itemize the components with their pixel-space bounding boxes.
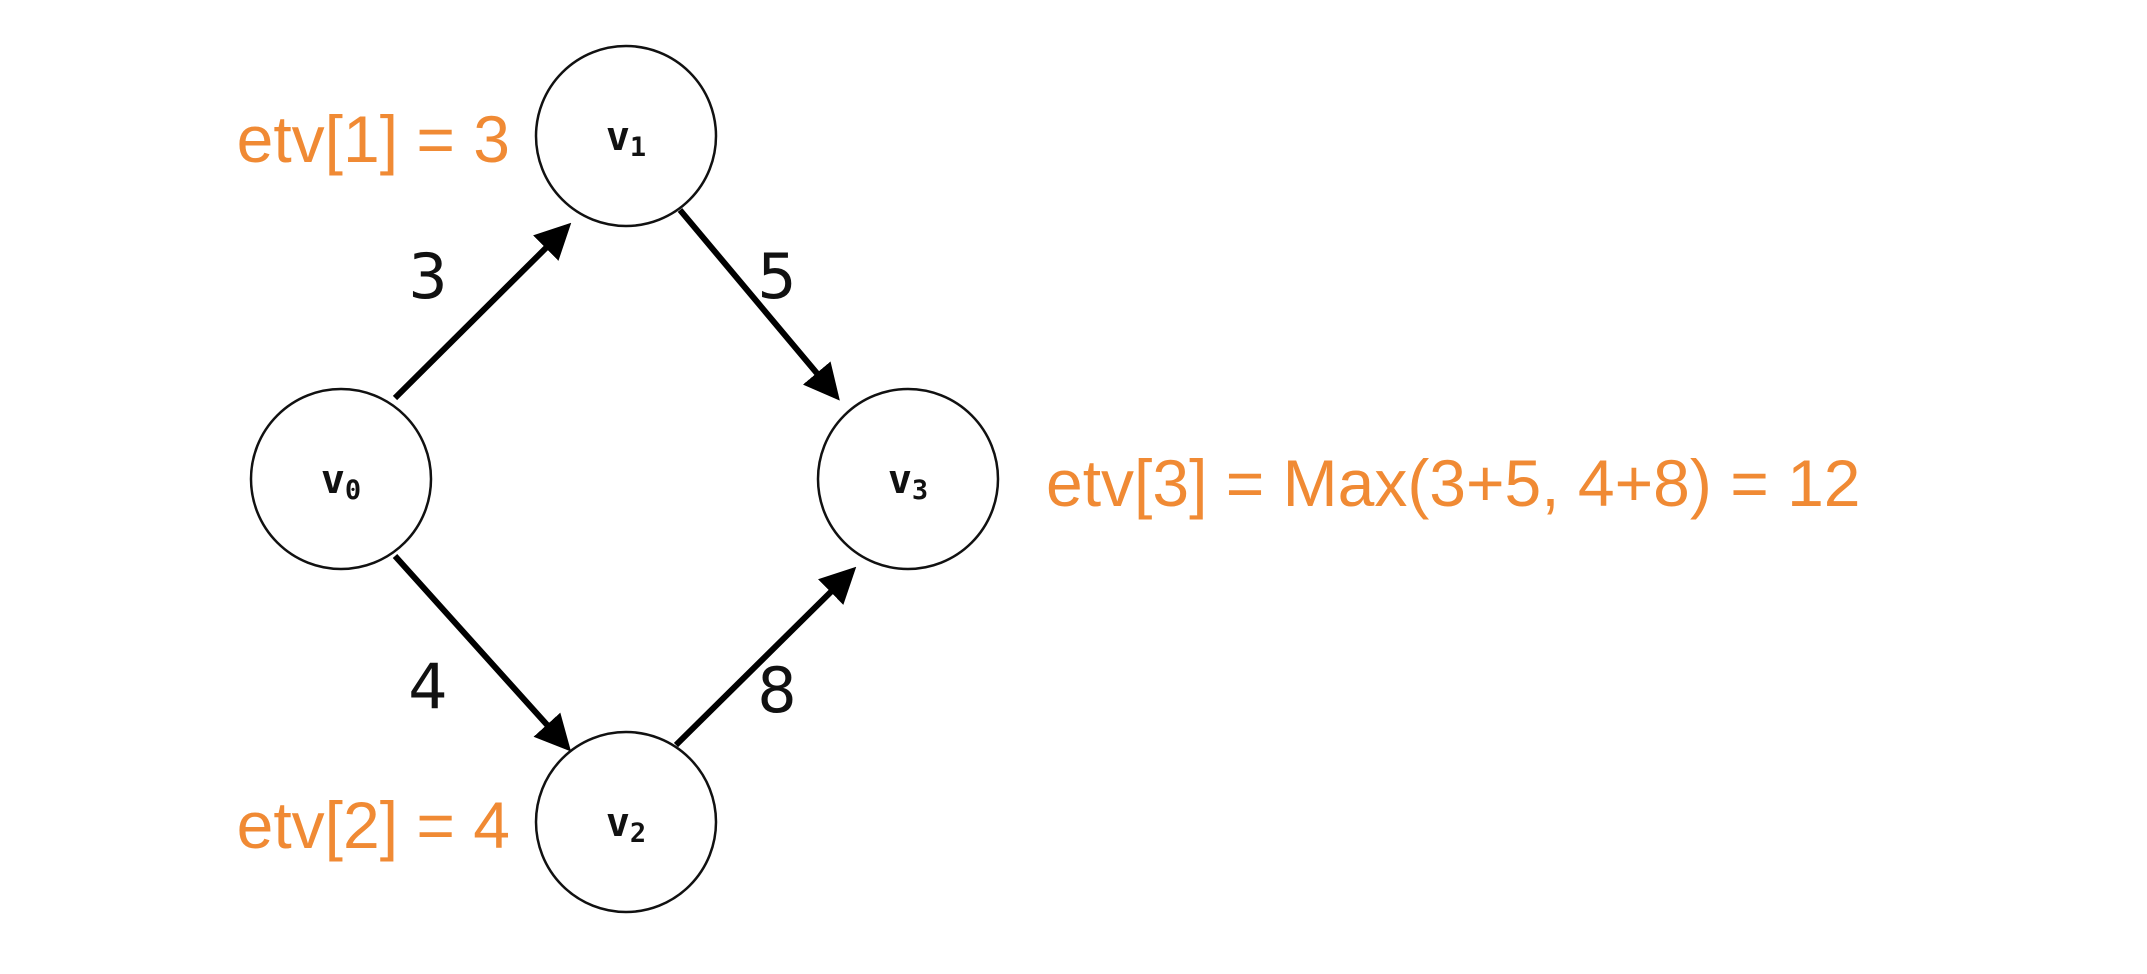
node-v2: v2: [534, 730, 718, 914]
weight-v1-v3: 5: [757, 240, 796, 313]
weight-v0-v1: 3: [408, 240, 447, 313]
edge-v2-v3: [673, 566, 857, 748]
node-v3-letter: v: [888, 457, 912, 503]
node-v0: v0: [249, 387, 433, 571]
etv3-annotation: etv[3] = Max(3+5, 4+8) = 12: [1046, 446, 1861, 520]
node-v2-subscript: 2: [630, 818, 646, 849]
etv2-annotation: etv[2] = 4: [237, 788, 510, 862]
edge-v0-v1: [392, 222, 572, 401]
node-v1-subscript: 1: [630, 132, 646, 163]
node-v2-letter: v: [606, 800, 630, 846]
svg-text:v0: v0: [321, 457, 361, 506]
node-v0-subscript: 0: [345, 475, 361, 506]
node-v1: v1: [534, 44, 718, 228]
svg-text:v2: v2: [606, 800, 646, 849]
node-v0-letter: v: [321, 457, 345, 503]
svg-text:v1: v1: [606, 114, 646, 163]
edge-v0-v2: [392, 553, 572, 752]
svg-text:v3: v3: [888, 457, 928, 506]
weight-v0-v2: 4: [408, 650, 447, 723]
node-v3: v3: [816, 387, 1000, 571]
weight-v2-v3: 8: [757, 654, 796, 727]
node-v1-letter: v: [606, 114, 630, 160]
node-v3-subscript: 3: [912, 475, 928, 506]
edge-v1-v3: [677, 208, 840, 401]
etv1-annotation: etv[1] = 3: [237, 102, 510, 176]
